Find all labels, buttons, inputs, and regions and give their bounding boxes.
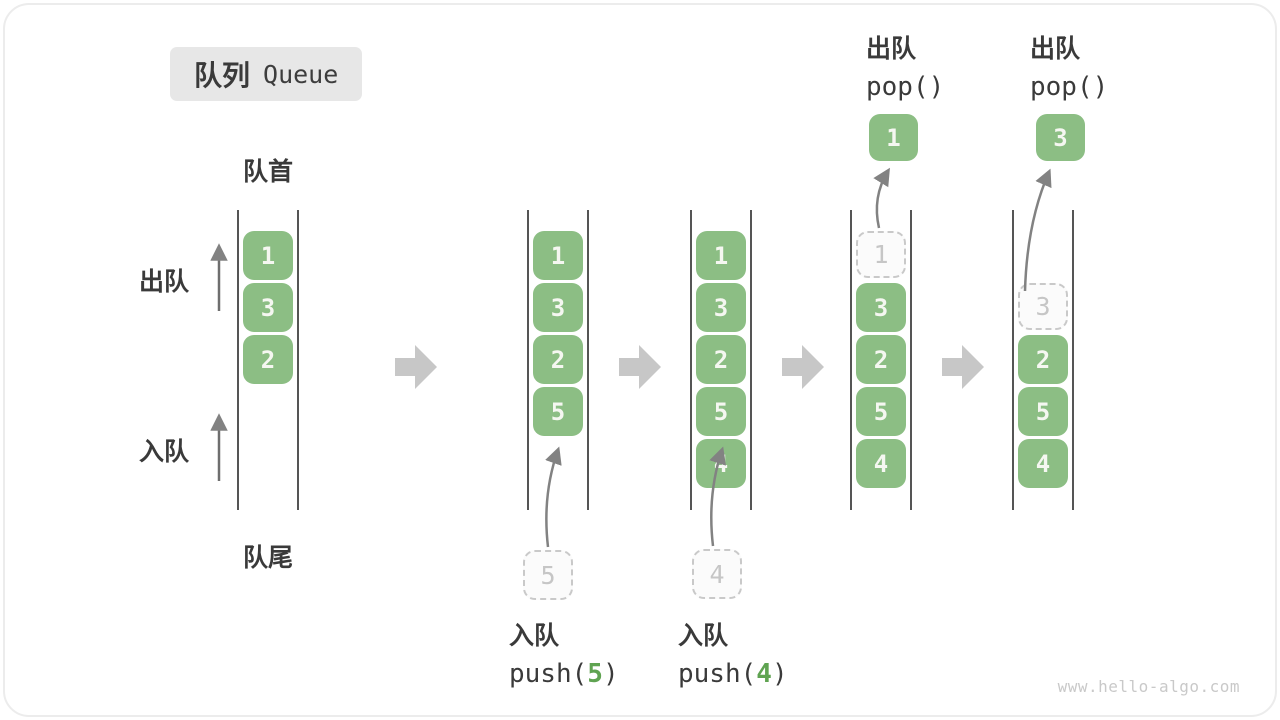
op-push-5: 入队 push(5)	[509, 616, 619, 689]
removed-slot: 3	[1018, 283, 1068, 330]
queue-rail	[527, 210, 529, 510]
queue-item: 3	[856, 283, 906, 332]
queue-item: 5	[856, 387, 906, 436]
op-code-label: push(5)	[509, 659, 619, 689]
queue-rail	[690, 210, 692, 510]
rear-label: 队尾	[242, 544, 293, 572]
title-box: 队列 Queue	[170, 47, 363, 101]
op-pop-first: 出队 pop()	[866, 29, 944, 102]
enqueue-label: 入队	[139, 438, 190, 466]
queue-item: 2	[243, 335, 293, 384]
queue-item: 2	[533, 335, 583, 384]
queue-item: 3	[243, 283, 293, 332]
queue-rail	[750, 210, 752, 510]
op-action-label: 出队	[1030, 35, 1081, 63]
popped-element: 3	[1036, 114, 1085, 161]
queue-item: 1	[533, 231, 583, 280]
op-code-label: pop()	[866, 72, 945, 102]
incoming-element: 5	[523, 550, 573, 600]
queue-item: 4	[696, 439, 746, 488]
queue-item: 2	[1018, 335, 1068, 384]
queue-item: 5	[533, 387, 583, 436]
queue-item: 2	[696, 335, 746, 384]
title-en: Queue	[263, 59, 339, 89]
queue-rail	[910, 210, 912, 510]
queue-item: 3	[533, 283, 583, 332]
watermark: www.hello-algo.com	[1057, 677, 1240, 696]
incoming-element: 4	[692, 549, 742, 599]
op-push-4: 入队 push(4)	[678, 616, 788, 689]
queue-item: 5	[696, 387, 746, 436]
queue-item: 2	[856, 335, 906, 384]
queue-state-1: 1 3 2	[237, 210, 299, 510]
queue-item: 4	[1018, 439, 1068, 488]
queue-state-2: 1 3 2 5	[527, 210, 589, 510]
op-arg: 4	[756, 659, 772, 689]
op-action-label: 入队	[678, 622, 729, 650]
queue-state-5: 3 2 5 4	[1012, 210, 1074, 510]
canvas-card	[3, 3, 1277, 717]
queue-rail	[1072, 210, 1074, 510]
queue-item: 4	[856, 439, 906, 488]
queue-state-3: 1 3 2 5 4	[690, 210, 752, 510]
op-action-label: 入队	[509, 622, 560, 650]
queue-item: 3	[696, 283, 746, 332]
dequeue-label: 出队	[139, 268, 190, 296]
queue-item: 5	[1018, 387, 1068, 436]
queue-item: 1	[243, 231, 293, 280]
queue-item: 1	[696, 231, 746, 280]
op-arg: 5	[587, 659, 603, 689]
op-pop-second: 出队 pop()	[1030, 29, 1108, 102]
removed-slot: 1	[856, 231, 906, 278]
queue-rail	[850, 210, 852, 510]
queue-rail	[587, 210, 589, 510]
front-label: 队首	[242, 158, 293, 186]
title-zh: 队列	[194, 60, 251, 91]
op-code-label: pop()	[1030, 72, 1109, 102]
op-action-label: 出队	[866, 35, 917, 63]
queue-rail	[237, 210, 239, 510]
queue-state-4: 1 3 2 5 4	[850, 210, 912, 510]
queue-rail	[1012, 210, 1014, 510]
popped-element: 1	[869, 114, 918, 161]
op-code-label: push(4)	[678, 659, 788, 689]
queue-rail	[297, 210, 299, 510]
